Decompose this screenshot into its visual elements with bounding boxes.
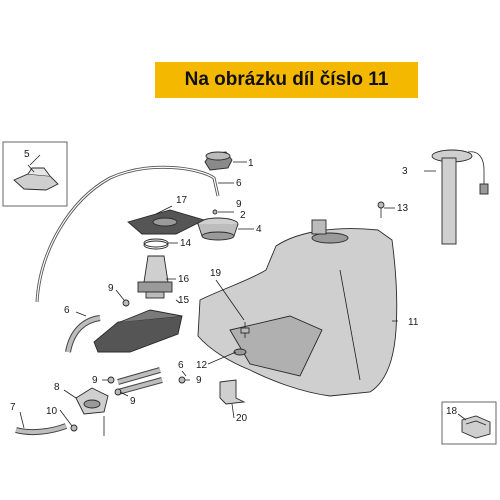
callout-7: 7 [10, 402, 16, 413]
rubber-part-12 [233, 348, 247, 356]
callout-8: 8 [54, 382, 60, 393]
callout-9-top: 9 [236, 199, 242, 210]
callout-17: 17 [176, 195, 188, 206]
screw-part-13 [377, 201, 385, 218]
hose-part-6-left [65, 315, 101, 353]
fuel-cap-part-1 [204, 151, 233, 171]
bolt-part-19 [240, 322, 250, 338]
callout-2: 2 [240, 210, 246, 221]
inset-box-part-5 [2, 141, 68, 207]
callout-6-left: 6 [64, 305, 70, 316]
callout-9-lower-b: 9 [196, 375, 202, 386]
clamp-part-14 [143, 238, 169, 250]
heat-shield-part-17 [127, 209, 206, 235]
callout-1: 1 [248, 158, 254, 169]
callout-16: 16 [178, 274, 190, 285]
callout-20: 20 [236, 413, 248, 424]
fuel-pump-part-16 [137, 255, 173, 299]
callout-11: 11 [408, 317, 419, 328]
callout-13: 13 [397, 203, 409, 214]
hose-part-6-lower [117, 367, 163, 395]
hose-part-7 [15, 423, 68, 436]
callout-9-lower-c: 9 [130, 396, 136, 407]
inset-box-part-18 [441, 401, 497, 445]
clips-part-9 [107, 209, 218, 396]
leader-lines [19, 154, 467, 429]
callout-6-top: 6 [236, 178, 242, 189]
callout-6-lower: 6 [178, 360, 184, 371]
callout-labels: 5 1 6 17 9 2 4 3 13 14 19 16 9 15 6 11 1… [10, 149, 458, 424]
callout-14: 14 [180, 238, 192, 249]
callout-15: 15 [178, 295, 190, 306]
clip-part-10 [70, 424, 78, 432]
callout-9-mid: 9 [108, 283, 114, 294]
filter-part-8 [75, 387, 109, 436]
callout-18: 18 [446, 406, 458, 417]
callout-5: 5 [24, 149, 30, 160]
filler-neck-part-4 [197, 217, 239, 241]
callout-19: 19 [210, 268, 222, 279]
fuel-level-sender-part-3 [431, 149, 489, 245]
callout-10: 10 [46, 406, 58, 417]
part-number-banner: Na obrázku díl číslo 11 [155, 62, 418, 98]
bracket-part-20 [219, 379, 246, 405]
fuel-tank-part-11 [197, 219, 398, 397]
callout-12: 12 [196, 360, 208, 371]
callout-9-lower-a: 9 [92, 375, 98, 386]
callout-4: 4 [256, 224, 262, 235]
callout-3: 3 [402, 166, 408, 177]
cover-part-15 [93, 309, 183, 353]
